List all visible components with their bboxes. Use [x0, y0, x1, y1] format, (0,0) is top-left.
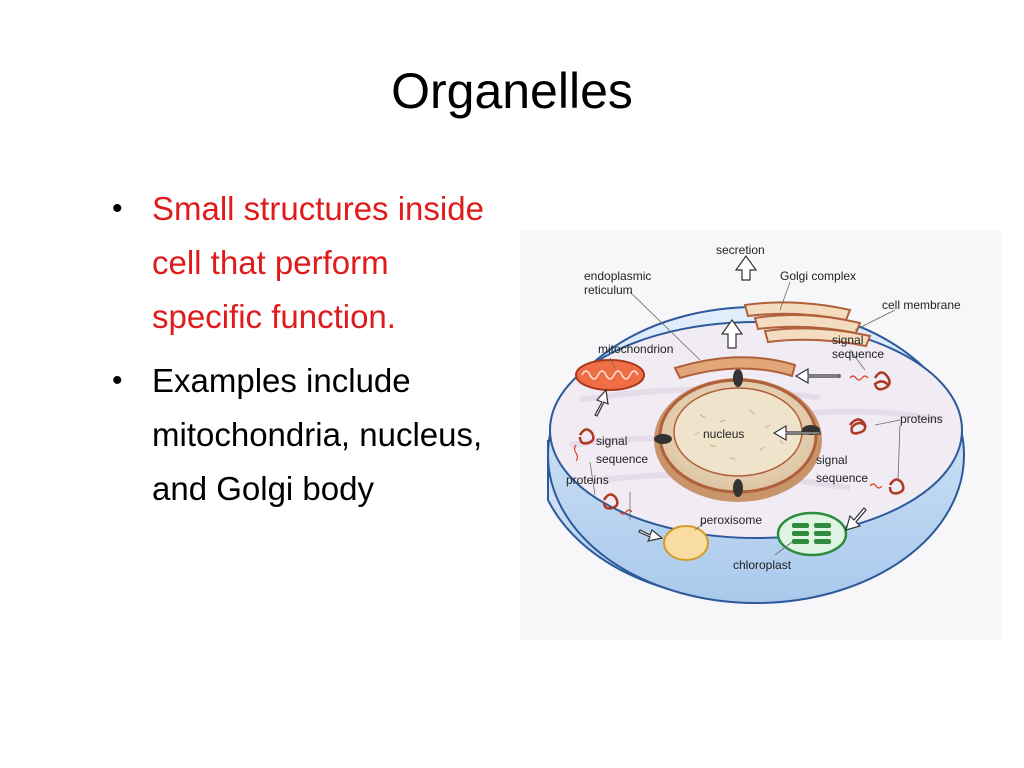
er-label-line2: reticulum	[584, 283, 633, 297]
nuclear-pore-icon	[733, 479, 743, 497]
bullet-item: • Small structures inside cell that perf…	[108, 182, 500, 344]
cell-membrane-label: cell membrane	[882, 298, 961, 312]
secretion-label: secretion	[716, 243, 765, 257]
nuclear-pore-icon	[733, 369, 743, 387]
nucleus-label: nucleus	[703, 427, 744, 441]
chloroplast-label: chloroplast	[733, 558, 792, 572]
peroxisome-label: peroxisome	[700, 513, 762, 527]
mitochondrion-label: mitochondrion	[598, 342, 673, 356]
peroxisome	[663, 525, 709, 561]
bullet-list: • Small structures inside cell that perf…	[108, 182, 500, 526]
protein-coil-icon	[578, 371, 905, 510]
cell-diagram: nucleus	[520, 230, 1002, 640]
nuclear-pore-icon	[654, 434, 672, 444]
signal-sequence-label-left-2: sequence	[596, 452, 648, 466]
er-label-line1: endoplasmic	[584, 269, 651, 283]
signal-sequence-label-top-2: sequence	[832, 347, 884, 361]
proteins-label-left: proteins	[566, 473, 609, 487]
bullet-text: Small structures inside cell that perfor…	[152, 190, 484, 335]
golgi-complex	[743, 301, 872, 348]
slide-title: Organelles	[391, 63, 633, 119]
bullet-dot-icon: •	[112, 192, 123, 225]
golgi-label: Golgi complex	[780, 269, 856, 283]
bullet-item: • Examples include mitochondria, nucleus…	[108, 354, 500, 516]
endoplasmic-reticulum	[673, 356, 797, 380]
leader-lines	[589, 281, 901, 556]
mitochondrion	[575, 359, 645, 391]
signal-sequence-label-left-1: signal	[596, 434, 627, 448]
proteins-label-right: proteins	[900, 412, 943, 426]
chloroplast	[776, 511, 848, 557]
arrow-icon	[594, 254, 867, 542]
signal-sequence-label-right-1: signal	[816, 453, 847, 467]
bullet-dot-icon: •	[112, 364, 123, 397]
signal-sequence-label-right-2: sequence	[816, 471, 868, 485]
signal-sequence-label-top-1: signal	[832, 333, 863, 347]
nucleus	[654, 369, 822, 502]
bullet-text: Examples include mitochondria, nucleus, …	[152, 362, 483, 507]
